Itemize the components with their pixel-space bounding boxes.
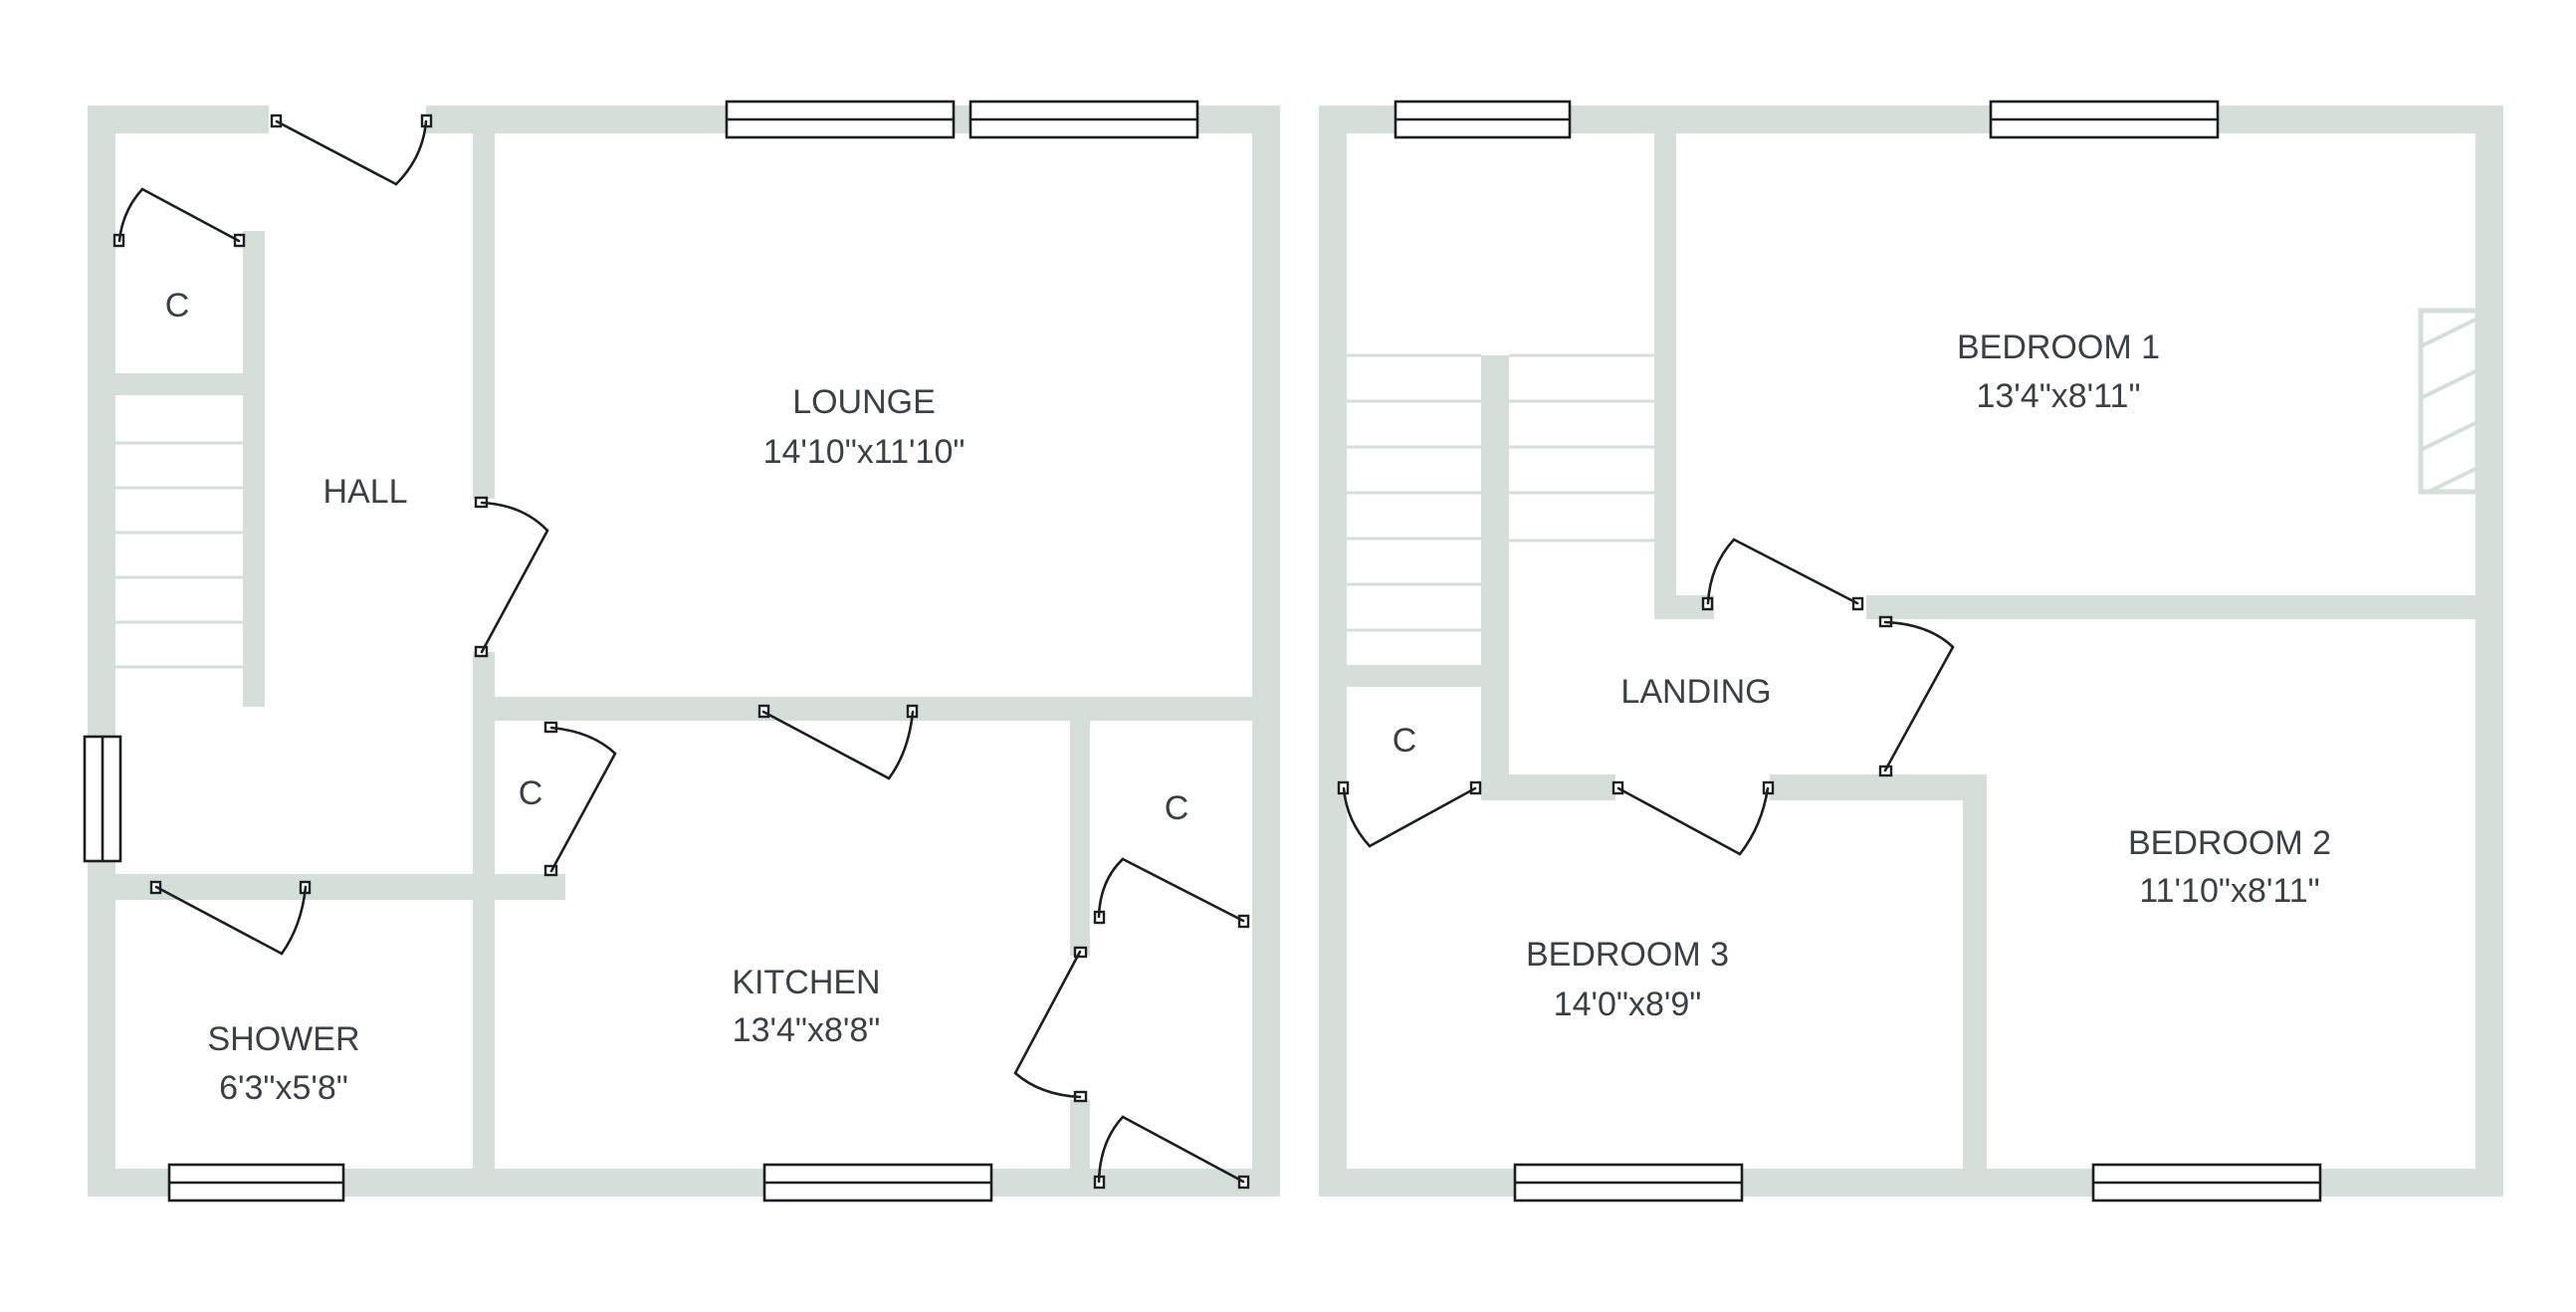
room-label-landing: LANDING [1620,673,1771,711]
window [1513,1163,1744,1203]
wall [243,231,265,707]
room-label-bedroom-3: BEDROOM 3 [1526,936,1729,974]
wall [1252,106,1280,1197]
wall [473,697,1280,721]
window [1394,100,1572,139]
door [1093,857,1250,929]
staircase [115,395,243,707]
window [725,100,956,139]
wall [1770,774,1987,800]
wall [1481,774,1615,800]
room-label-cupboard: C [519,774,543,812]
wall [1070,697,1090,956]
wall [88,106,269,133]
door [1013,946,1088,1103]
door [1878,615,1955,777]
room-label-hall: HALL [322,473,407,511]
wall [1654,106,1676,619]
window [762,1163,993,1203]
door [1701,538,1864,611]
wall [1866,595,2503,619]
wall [88,106,115,1197]
window [2091,1163,2322,1203]
room-size-lounge: 14'10"x11'10" [763,433,966,471]
wall [473,106,495,499]
stair-treads [1347,353,1481,632]
room-label-shower: SHOWER [208,1020,360,1058]
room-size-bedroom-3: 14'0"x8'9" [1554,985,1702,1023]
door [474,496,549,658]
wall [1481,355,1509,786]
window [968,100,1199,139]
wall [115,373,245,395]
ground-floor: HALL LOUNGE 14'10"x11'10" KITCHEN 13'4"x… [83,100,1280,1203]
wall [473,652,495,1197]
stair-treads [1509,353,1654,543]
room-size-bedroom-2: 11'10"x8'11" [2139,872,2319,910]
wall [1319,106,1347,1197]
door [543,721,617,877]
door [112,187,246,248]
wall [1347,665,1481,687]
stair-treads [115,441,243,669]
staircase [1347,355,1481,665]
wall [1963,774,1987,1197]
room-label-bedroom-2: BEDROOM 2 [2128,824,2331,862]
wall [1070,1100,1090,1197]
room-label-kitchen: KITCHEN [732,964,880,1001]
wall [88,874,565,900]
door [757,704,919,780]
window [167,1163,345,1203]
room-label-cupboard: C [1165,789,1189,827]
room-size-kitchen: 13'4"x8'8" [733,1011,881,1049]
room-label-bedroom-1: BEDROOM 1 [1957,328,2160,366]
first-floor: BEDROOM 1 13'4"x8'11" BEDROOM 2 11'10"x8… [1319,100,2503,1203]
staircase [1509,355,1654,545]
room-size-bedroom-1: 13'4"x8'11" [1976,377,2140,415]
wall [2475,106,2503,1197]
door [1611,780,1775,856]
door [149,880,312,956]
room-label-cupboard: C [165,287,190,325]
door [1093,1115,1250,1190]
window [83,735,122,863]
door [270,113,433,186]
room-label-lounge: LOUNGE [792,383,936,421]
chimney-breast [2418,308,2480,495]
door [1337,780,1482,848]
wall [1319,1169,2503,1197]
window [1989,100,2220,139]
room-label-cupboard: C [1393,722,1417,760]
room-size-shower: 6'3"x5'8" [219,1069,348,1107]
